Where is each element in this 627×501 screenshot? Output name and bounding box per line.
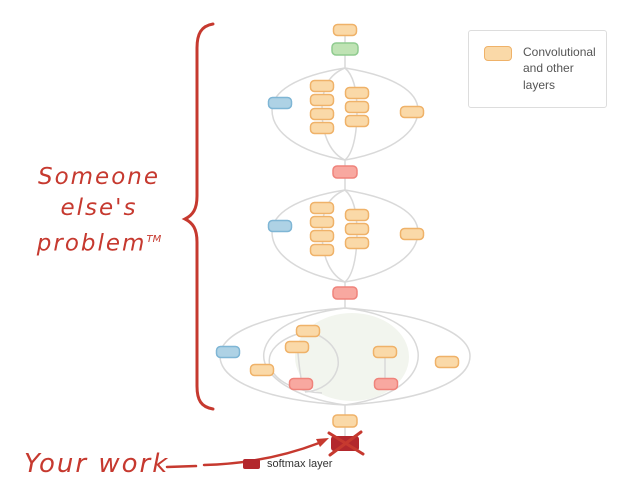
green-block — [331, 42, 359, 56]
conv-block — [332, 414, 358, 428]
tm-superscript: TM — [146, 234, 162, 245]
label-line-text: problem — [36, 230, 147, 257]
connector-path — [297, 352, 302, 379]
label-line: else's — [60, 195, 138, 221]
conv-block — [309, 215, 335, 229]
arrow-dash — [165, 464, 198, 469]
layer-blocks — [215, 23, 460, 428]
someone-elses-problem-label: Someone else's problemTM — [15, 162, 183, 260]
conv-block — [309, 79, 335, 93]
blue-block — [215, 345, 241, 359]
conv-block — [399, 105, 425, 119]
connector-path — [263, 307, 346, 406]
conv-block — [344, 114, 370, 128]
arrow-line — [202, 441, 321, 467]
red-block — [373, 377, 399, 391]
conv-block — [344, 86, 370, 100]
connector-path — [304, 330, 339, 393]
conv-block — [344, 208, 370, 222]
conv-block — [344, 236, 370, 250]
label-line: problemTM — [15, 224, 183, 260]
conv-block — [372, 345, 398, 359]
conv-block — [309, 93, 335, 107]
conv-block — [309, 107, 335, 121]
blue-block — [267, 219, 293, 233]
conv-block — [309, 229, 335, 243]
arrow-head-icon — [316, 438, 329, 447]
connector-path — [271, 67, 346, 161]
legend-label: Convolutional and other layers — [523, 45, 596, 92]
your-work-label: Your work — [24, 449, 170, 479]
red-block — [332, 286, 358, 300]
conv-layer-swatch-icon — [484, 46, 512, 61]
conv-block — [309, 201, 335, 215]
red-block — [332, 165, 358, 179]
conv-block — [344, 100, 370, 114]
softmax-swatch-icon — [243, 459, 260, 469]
connector-path — [344, 307, 419, 406]
rejected-box — [327, 430, 365, 457]
your-work-arrow — [165, 438, 329, 469]
blue-block — [267, 96, 293, 110]
conv-block — [295, 324, 321, 338]
red-block — [288, 377, 314, 391]
connector-path — [344, 189, 358, 283]
conv-block — [309, 121, 335, 135]
conv-block — [249, 363, 275, 377]
curly-brace — [181, 22, 215, 411]
softmax-layer-label: softmax layer — [267, 458, 333, 470]
conv-block — [434, 355, 460, 369]
label-line: Someone — [37, 164, 161, 190]
conv-block — [399, 227, 425, 241]
conv-block — [344, 222, 370, 236]
cross-out-x-icon — [327, 430, 365, 457]
conv-block — [284, 340, 310, 354]
conv-block — [309, 243, 335, 257]
conv-block — [332, 23, 358, 37]
legend: Convolutional and other layers — [468, 30, 607, 108]
connector-path — [344, 67, 358, 161]
